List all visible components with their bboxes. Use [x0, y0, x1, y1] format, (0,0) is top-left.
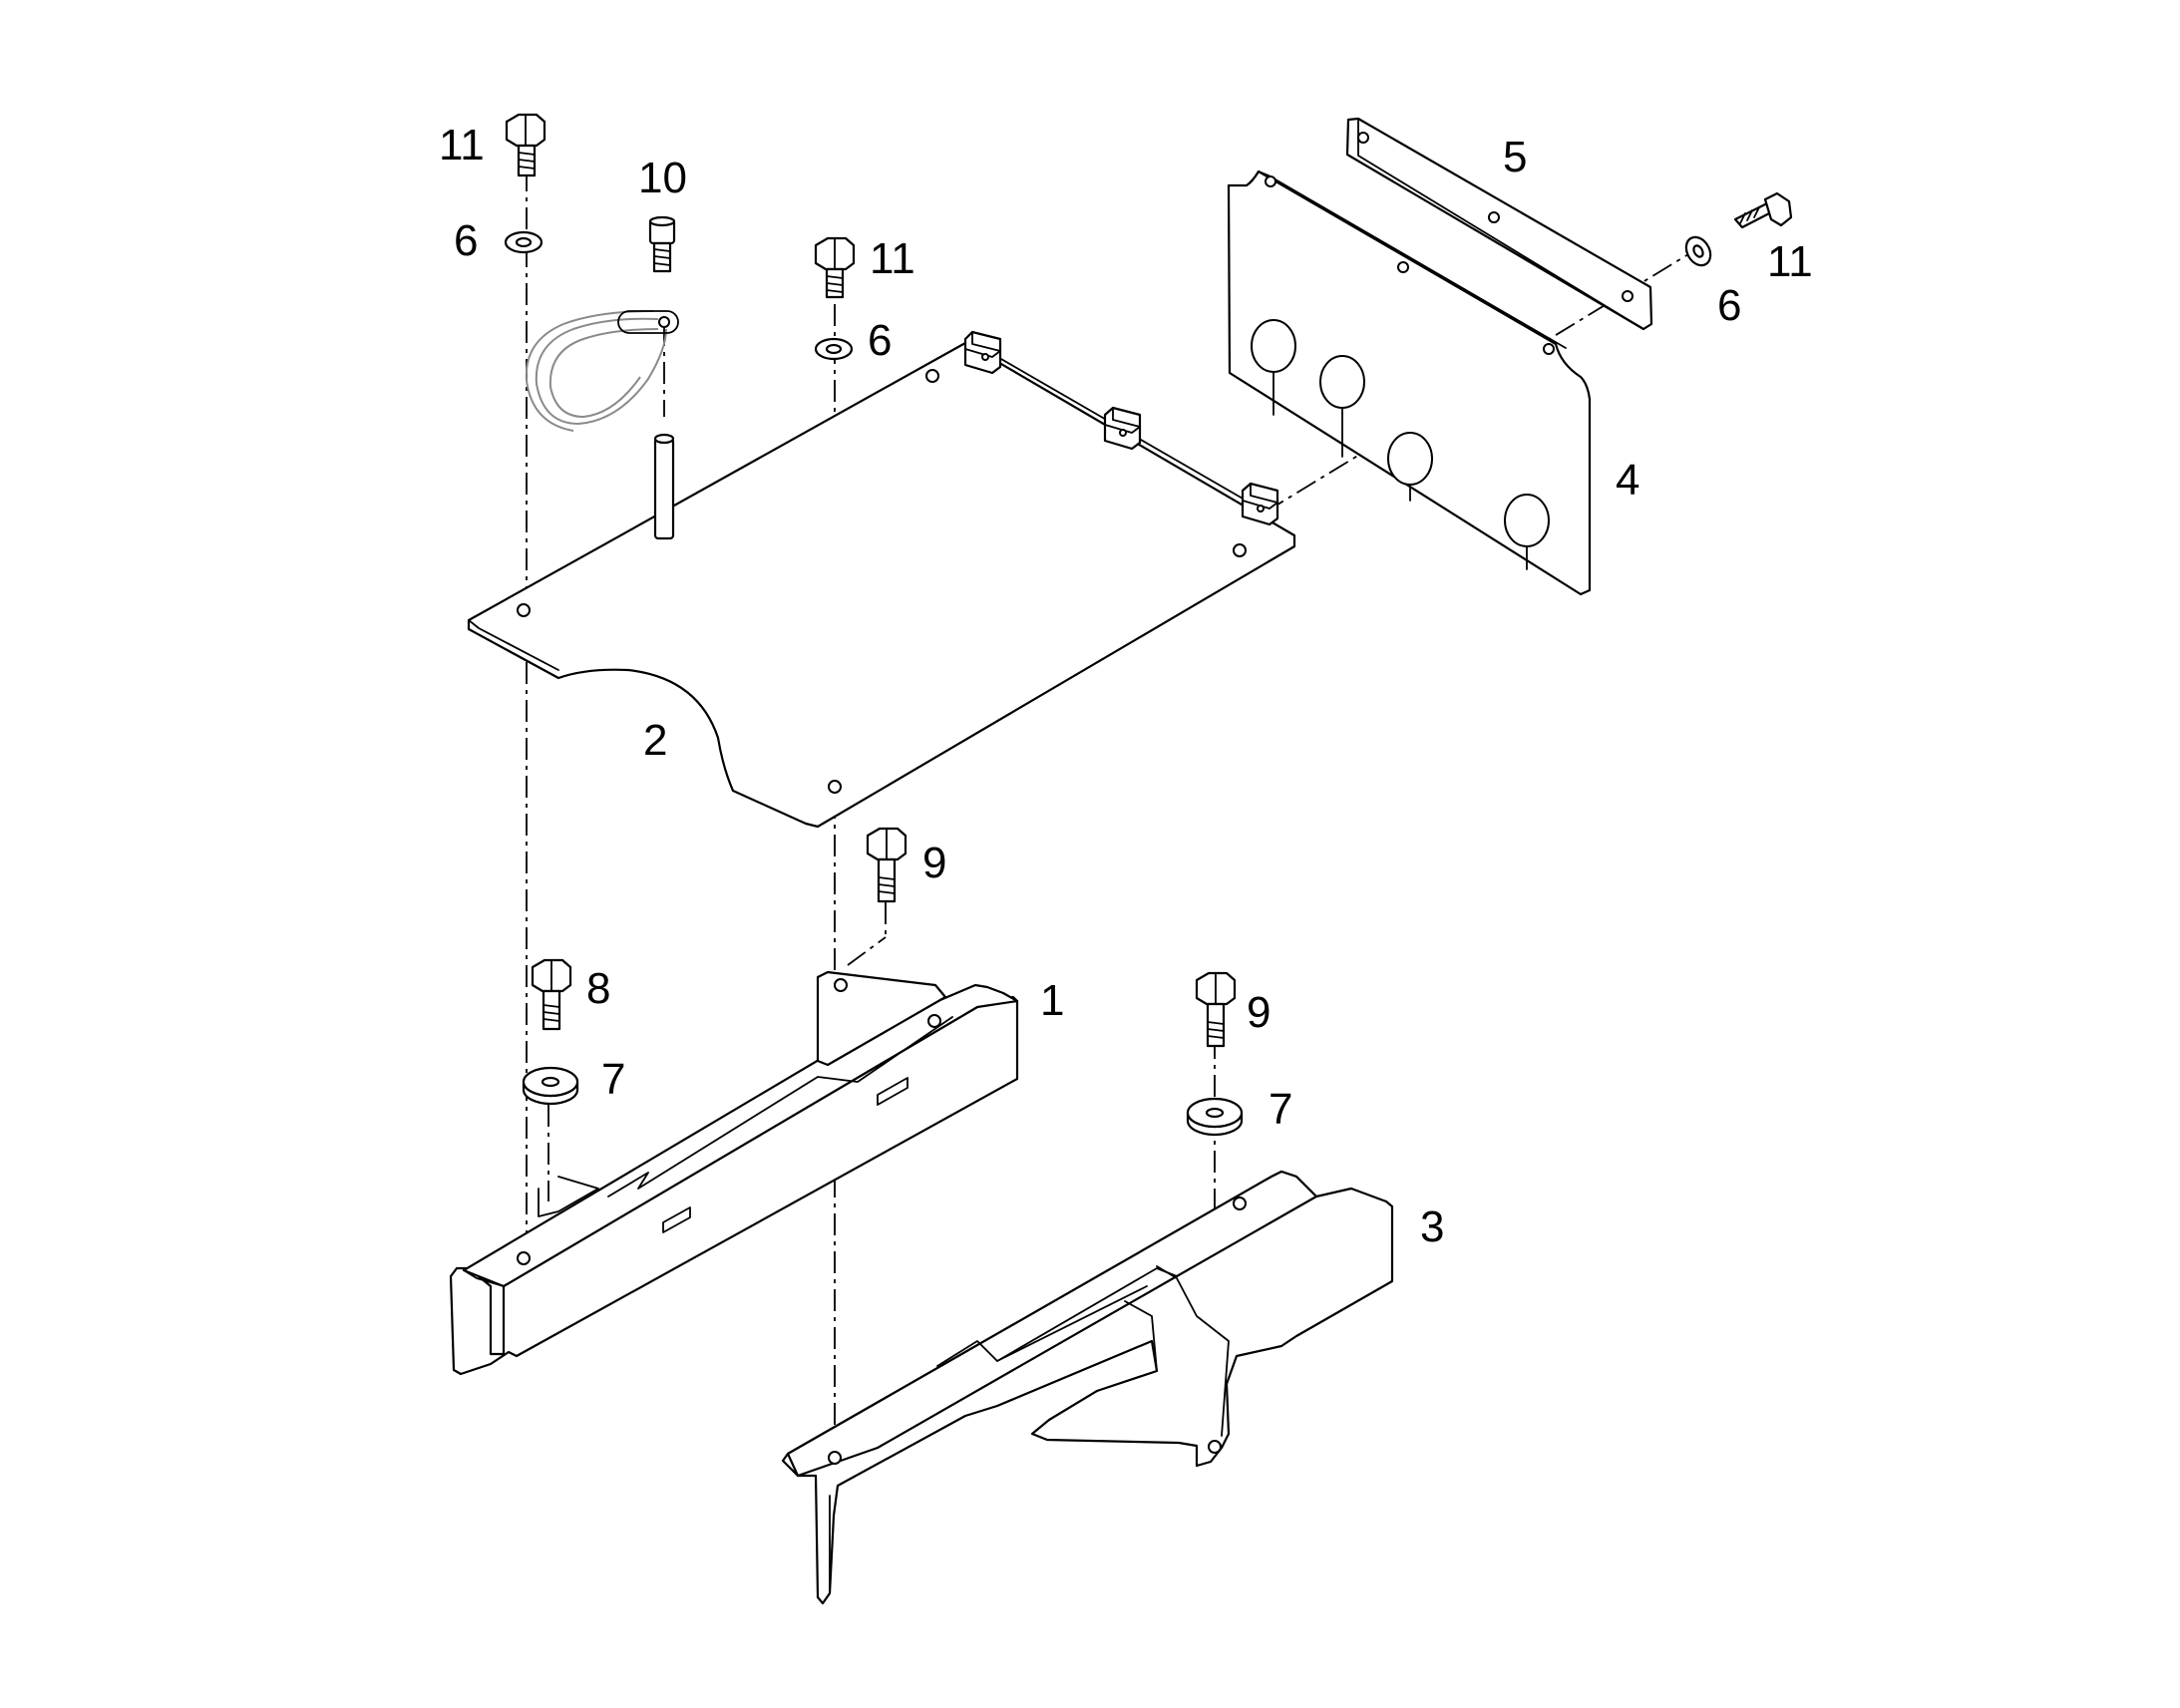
bolt-11-center	[814, 236, 856, 299]
bolt-9-upper	[866, 827, 908, 903]
ground-strap	[525, 310, 679, 432]
callout-7-left: 7	[601, 1055, 625, 1104]
washer-6-left	[504, 230, 544, 254]
callout-11-right: 11	[1767, 237, 1813, 286]
washer-6-center	[814, 337, 854, 361]
callout-labels: 11 6 10 11 6 5 11 6 4 2 9 8 1 7 9 7 3	[439, 121, 1813, 1251]
callout-1: 1	[1040, 976, 1064, 1025]
callout-5: 5	[1503, 133, 1527, 181]
washer-7-right	[1186, 1097, 1244, 1137]
spacer-blocks	[963, 330, 1279, 526]
part-4-plate	[1227, 170, 1592, 596]
washer-7-left	[522, 1066, 579, 1106]
bolt-9-lower	[1195, 971, 1237, 1048]
callout-11-center: 11	[870, 234, 915, 283]
callout-6-right: 6	[1717, 281, 1741, 330]
bolt-8	[531, 958, 572, 1031]
part-2-base-plate	[467, 330, 1296, 829]
callout-10: 10	[638, 154, 687, 202]
screw-10	[648, 215, 676, 273]
callout-4: 4	[1616, 456, 1639, 505]
bolt-11-top-left	[505, 113, 546, 177]
callout-3: 3	[1420, 1202, 1444, 1251]
callout-6-left: 6	[454, 216, 478, 265]
callout-2: 2	[643, 716, 667, 765]
standoff-post	[653, 433, 675, 540]
part-3-rail-bracket	[781, 1170, 1394, 1605]
part-1-rail-bracket	[449, 970, 1019, 1376]
part-5-strip	[1345, 117, 1653, 331]
callout-11-top-left: 11	[439, 121, 485, 170]
callout-9-upper: 9	[922, 839, 946, 887]
callout-8: 8	[586, 964, 610, 1013]
bolt-11-right	[1733, 191, 1793, 229]
washer-6-right	[1684, 235, 1712, 267]
callout-6-center: 6	[868, 316, 892, 365]
callout-7-right: 7	[1269, 1085, 1292, 1134]
callout-9-lower: 9	[1247, 988, 1271, 1037]
